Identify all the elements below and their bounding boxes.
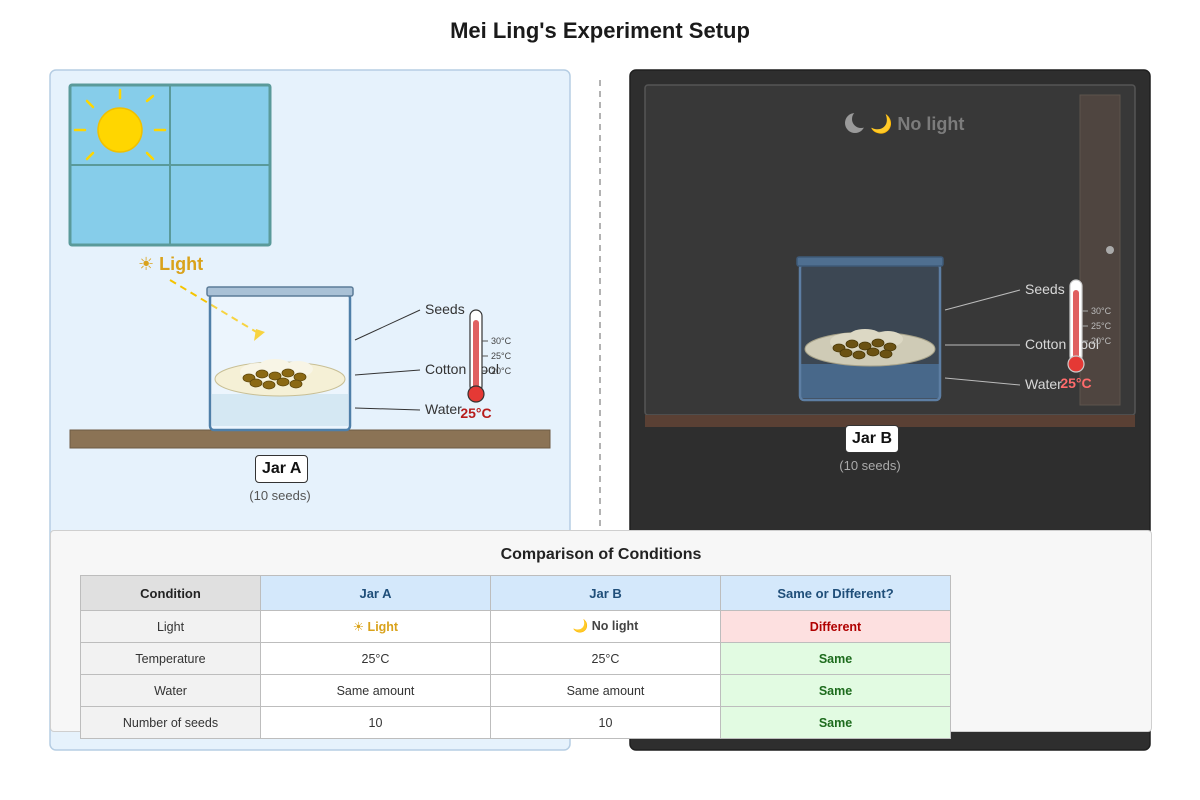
row-light-condition: Light <box>80 610 261 643</box>
comparison-table: Condition Jar A Jar B Same or Different?… <box>80 575 951 739</box>
header-same-or-different: Same or Different? <box>720 575 951 611</box>
jar-b-leader-lines <box>944 289 1021 386</box>
shelf-b <box>645 415 1135 427</box>
header-jar-b: Jar B <box>490 575 721 611</box>
row-seeds-jar-b: 10 <box>490 706 721 739</box>
table-row: Temperature 25°C 25°C Same <box>80 642 951 675</box>
tick-25-b: 25°C <box>1091 321 1112 331</box>
light-label: ☀ Light <box>138 254 203 274</box>
jar-b <box>796 256 944 402</box>
thermometer-a-icon <box>467 309 488 403</box>
jar-a <box>206 286 354 432</box>
cotton-label-a: Cotton wool <box>425 361 499 377</box>
row-seeds-jar-a: 10 <box>260 706 491 739</box>
jar-a-name: Jar A <box>255 455 309 483</box>
jar-a-leader-lines <box>354 309 421 411</box>
tick-25-a: 25°C <box>491 351 512 361</box>
tick-20-a: 20°C <box>491 366 512 376</box>
table-header-row: Condition Jar A Jar B Same or Different? <box>80 575 951 611</box>
row-seeds-condition: Number of seeds <box>80 706 261 739</box>
jar-b-seed-count: (10 seeds) <box>839 458 901 473</box>
moon-icon <box>845 110 870 133</box>
row-seeds-result: Same <box>720 706 951 739</box>
tick-30-a: 30°C <box>491 336 512 346</box>
row-temperature-jar-a: 25°C <box>260 642 491 675</box>
table-row: Water Same amount Same amount Same <box>80 674 951 707</box>
seeds-label-a: Seeds <box>425 301 465 317</box>
table-row: Number of seeds 10 10 Same <box>80 706 951 739</box>
water-label-a: Water <box>425 401 462 417</box>
row-water-jar-b: Same amount <box>490 674 721 707</box>
sun-icon <box>73 88 167 161</box>
comparison-panel: Comparison of Conditions Condition Jar A… <box>50 530 1152 739</box>
seeds-label-b: Seeds <box>1025 281 1065 297</box>
temperature-reading-b: 25°C <box>1060 375 1091 391</box>
water-label-b: Water <box>1025 376 1062 392</box>
comparison-title: Comparison of Conditions <box>500 546 702 563</box>
tick-20-b: 20°C <box>1091 336 1112 346</box>
shelf-a <box>69 429 551 449</box>
no-light-label: 🌙 No light <box>870 113 964 135</box>
row-water-condition: Water <box>80 674 261 707</box>
jar-b-name: Jar B <box>845 425 900 453</box>
header-condition: Condition <box>80 575 261 611</box>
row-water-result: Same <box>720 674 951 707</box>
temperature-reading-a: 25°C <box>460 405 491 421</box>
jar-a-seed-count: (10 seeds) <box>249 488 311 503</box>
row-temperature-jar-b: 25°C <box>490 642 721 675</box>
cotton-label-b: Cotton wool <box>1025 336 1099 352</box>
tick-30-b: 30°C <box>1091 306 1112 316</box>
row-temperature-condition: Temperature <box>80 642 261 675</box>
row-water-jar-a: Same amount <box>260 674 491 707</box>
row-light-result: Different <box>720 610 951 643</box>
thermometer-b-icon <box>1067 279 1088 373</box>
row-light-jar-b: 🌙 No light <box>490 610 721 643</box>
page-title: Mei Ling's Experiment Setup <box>450 18 750 43</box>
cupboard-door-knob <box>1106 246 1114 254</box>
light-ray <box>169 279 259 334</box>
header-jar-a: Jar A <box>260 575 491 611</box>
table-row: Light ☀ Light 🌙 No light Different <box>80 610 951 643</box>
row-light-jar-a: ☀ Light <box>260 610 491 643</box>
light-ray-arrowhead <box>254 329 265 341</box>
window <box>68 83 272 247</box>
row-temperature-result: Same <box>720 642 951 675</box>
